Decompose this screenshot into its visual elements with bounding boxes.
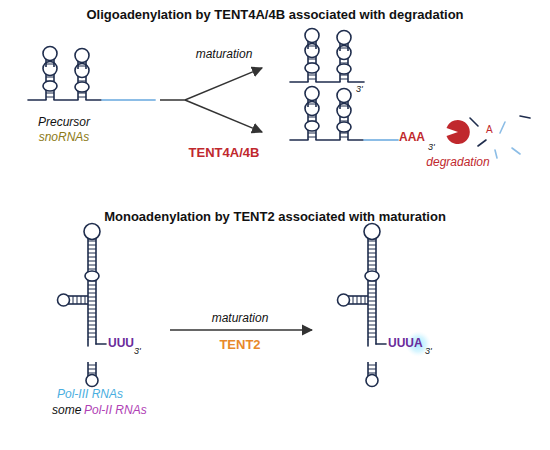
rna-bulge [337,64,351,74]
rna-bulge [305,121,319,131]
rna-label: Precursor [38,116,90,130]
section-heading: Oligoadenylation by TENT4A/4B associated… [86,8,463,23]
process-arrow [170,329,312,331]
rna-bulge [337,122,351,132]
rna-hairpin [305,102,319,141]
rna-strand [348,81,364,83]
rna-strand [290,81,308,83]
rna-hairpin [86,362,98,387]
rna-strand [87,340,89,346]
rna-label: Pol-II RNAs [84,404,147,418]
rna-bulge [365,271,379,281]
rna-strand [376,343,386,345]
process-arrow [185,100,262,132]
rna-label: some [52,404,81,418]
rna-strand [367,340,369,346]
rna-strand [28,99,46,101]
rna-strand [500,122,505,133]
rna-hairpin [338,294,369,306]
enzyme-label: TENT2 [219,338,260,353]
rna-strand [348,139,364,141]
rna-strand [316,139,340,141]
rna-hairpin [305,87,319,108]
rna-hairpin [337,31,351,52]
rna-strand [96,343,106,345]
rna-hairpin [75,64,89,101]
rna-strand [520,116,530,118]
end-label: 3' [134,346,141,356]
rna-hairpin [75,49,89,70]
rna-hairpin [43,62,57,101]
rna-label: Pol-III RNAs [57,388,123,402]
rna-bulge [43,81,57,91]
rna-strand [512,148,520,154]
rna-hairpin [366,362,378,387]
rna-strand [478,140,486,146]
rna-strand [316,81,340,83]
rna-strand [364,139,398,141]
tail-label: AAA [399,131,425,145]
rna-strand [54,99,78,101]
rna-hairpin [337,89,351,110]
rna-bulge [305,63,319,73]
process-label: degradation [426,156,489,170]
rna-strand [86,99,102,101]
nuclease-icon [447,120,470,144]
rna-strand [290,139,308,141]
step-label: maturation [212,312,269,326]
rna-hairpin [337,104,351,141]
rna-strand [495,150,497,158]
process-arrow [160,68,262,100]
tail-label: UUU [108,337,134,351]
rna-hairpin [364,224,380,341]
rna-hairpin [58,294,89,306]
rna-strand [470,118,478,126]
rna-hairpin [305,29,319,50]
rna-hairpin [337,46,351,83]
end-label: 3' [425,346,432,356]
rna-strand [102,99,155,101]
rna-hairpin [305,44,319,83]
enzyme-label: TENT4A/4B [189,146,260,161]
rna-bulge [85,271,99,281]
end-label: 3' [428,142,435,152]
end-label: 3' [356,84,363,94]
rna-hairpin [84,224,100,341]
rna-bulge [75,82,89,92]
step-label: maturation [196,48,253,62]
tail-label: UUUA [388,337,423,351]
rna-label: snoRNAs [39,131,90,145]
rna-hairpin [43,47,57,68]
fragment-letter: A [486,124,493,136]
section-heading: Monoadenylation by TENT2 associated with… [104,210,446,225]
